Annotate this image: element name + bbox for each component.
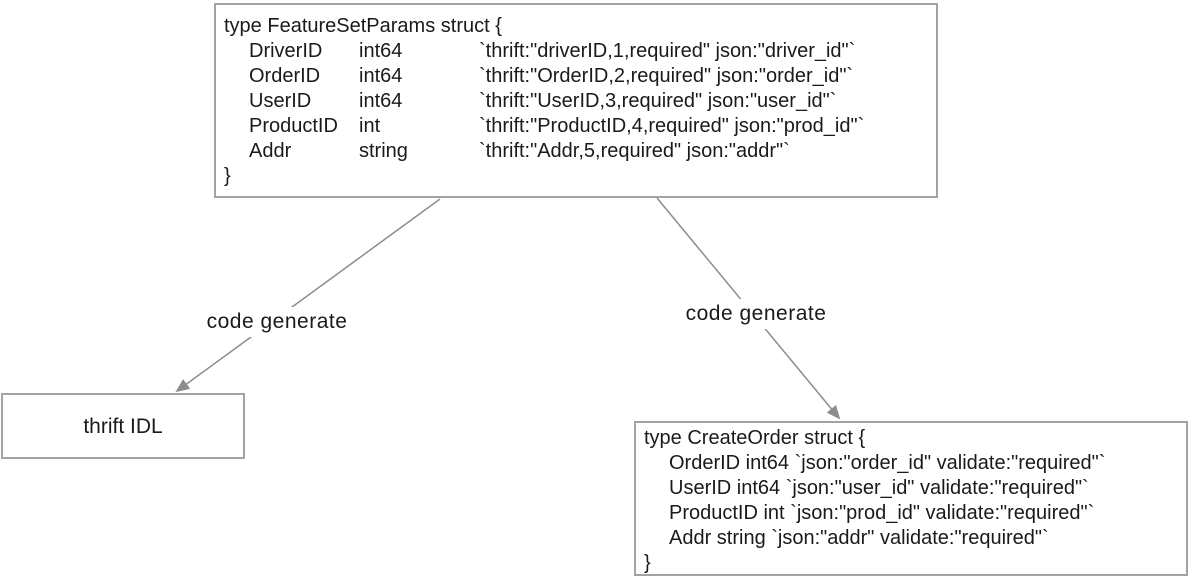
field-type: int64 [359, 40, 403, 62]
field-tag: `thrift:"UserID,3,required" json:"user_i… [479, 90, 837, 112]
field-type: int64 [359, 90, 403, 112]
left-arrow-label: code generate [196, 307, 358, 337]
struct-footer: } [224, 165, 231, 187]
field-tag: `thrift:"OrderID,2,required" json:"order… [479, 65, 854, 87]
struct-footer: } [644, 552, 651, 574]
struct-header: type CreateOrder struct { [644, 427, 866, 449]
struct-field-row: OrderID int64 `thrift:"OrderID,2,required"… [249, 64, 936, 89]
createorder-struct-box: type CreateOrder struct { OrderID int64 … [634, 421, 1188, 576]
field-name: ProductID [249, 115, 338, 137]
struct-field-line: UserID int64 `json:"user_id" validate:"r… [669, 477, 1089, 499]
struct-field-row: Addr string `thrift:"Addr,5,required" json… [249, 139, 936, 164]
struct-field-row: DriverID int64 `thrift:"driverID,1,require… [249, 39, 936, 64]
struct-field-row: UserID int64 `thrift:"UserID,3,required" j… [249, 89, 936, 114]
field-type: int [359, 115, 381, 137]
struct-field-line: OrderID int64 `json:"order_id" validate:… [669, 452, 1106, 474]
featuresetparams-struct-box: type FeatureSetParams struct { DriverID i… [214, 3, 938, 198]
struct-field-line: ProductID int `json:"prod_id" validate:"… [669, 502, 1095, 524]
field-tag: `thrift:"Addr,5,required" json:"addr"` [479, 140, 790, 162]
field-name: OrderID [249, 65, 321, 87]
struct-field-line: Addr string `json:"addr" validate:"requi… [669, 527, 1049, 549]
field-tag: `thrift:"ProductID,4,required" json:"pro… [479, 115, 865, 137]
field-tag: `thrift:"driverID,1,required" json:"driv… [479, 40, 856, 62]
field-name: Addr [249, 140, 292, 162]
field-name: DriverID [249, 40, 323, 62]
struct-header: type FeatureSetParams struct { [224, 15, 502, 37]
right-arrow-label: code generate [675, 299, 837, 329]
thrift-idl-box: thrift IDL [1, 393, 245, 459]
field-type: string [359, 140, 408, 162]
field-type: int64 [359, 65, 403, 87]
field-name: UserID [249, 90, 312, 112]
thrift-idl-label: thrift IDL [83, 414, 163, 438]
arrow-to-thrift-idl [175, 198, 441, 393]
struct-field-row: ProductID int `thrift:"ProductID,4,require… [249, 114, 936, 139]
